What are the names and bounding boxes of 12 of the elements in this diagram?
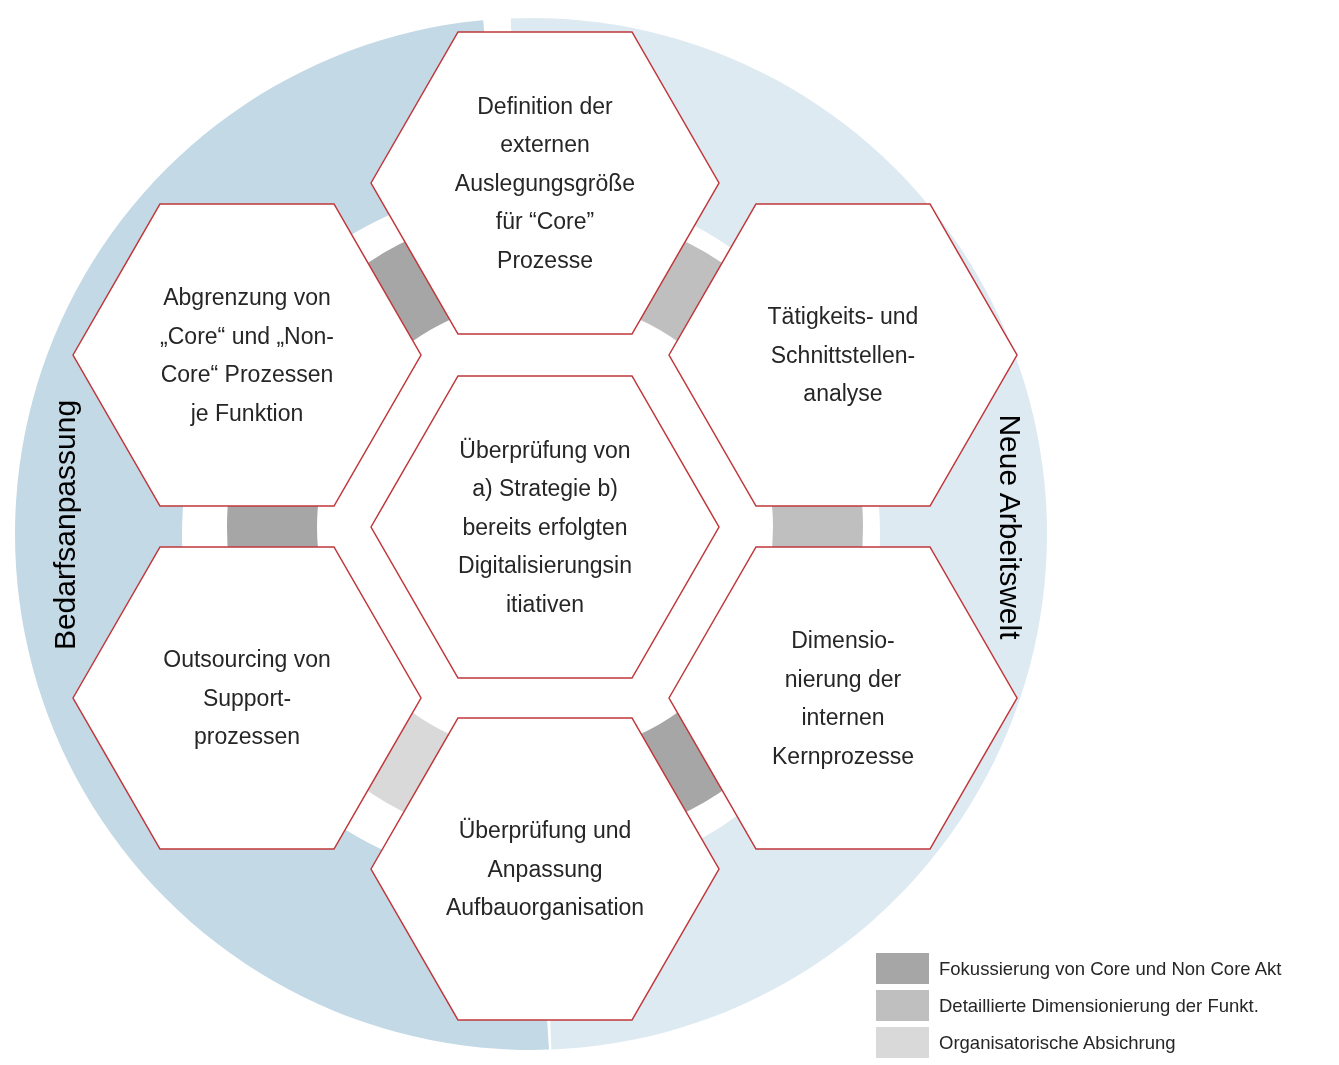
band-label: Bedarfsanpassung <box>50 399 80 651</box>
hexagon-text: Abgrenzung von „Core“ und „Non-Core“ Prozessen je Funktion <box>159 283 335 428</box>
hexagon-text: Outsourcing von Support- prozessen <box>162 645 332 752</box>
legend-label: Fokussierung von Core und Non Core Akt <box>939 957 1282 980</box>
hexagon-text: Definition der externen Auslegungsgröße für “Core” Prozesse <box>453 91 637 275</box>
legend-label: Organisatorische Absichrung <box>939 1031 1176 1054</box>
legend-label: Detaillierte Dimensionierung der Funkt. <box>939 994 1259 1017</box>
hexagon-text: Dimensio- nierung der internen Kernprozesse <box>771 626 915 771</box>
hexagon-text: Überprüfung und Anpassung Aufbauorganisation <box>444 816 646 923</box>
hexagon-text: Überprüfung von a) Strategie b) bereits erfolgten Digitalisierungsinitiativen <box>457 435 633 619</box>
band-label: Neue Arbeitswelt <box>995 414 1025 640</box>
hexagon-text: Tätigkeits- und Schnittstellen- analyse <box>766 302 920 409</box>
